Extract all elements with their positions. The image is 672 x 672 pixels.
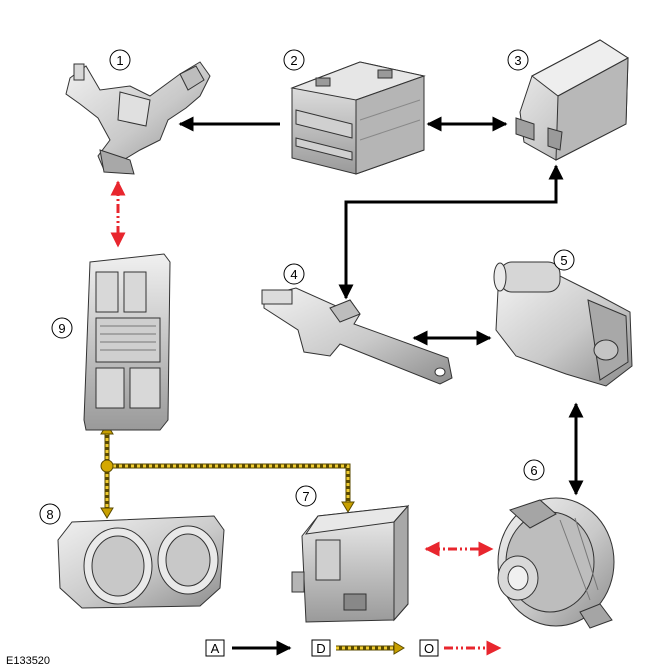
svg-text:3: 3 <box>514 53 521 68</box>
component-5-label: 5 <box>553 249 575 271</box>
battery-cover-icon <box>515 39 629 161</box>
component-7-label: 7 <box>295 485 317 507</box>
connection-4-to-3 <box>338 164 564 300</box>
component-9-label: 9 <box>51 317 73 339</box>
connection-9-8-7 <box>100 423 355 519</box>
legend-item-a: A <box>205 639 292 657</box>
svg-text:5: 5 <box>560 253 567 268</box>
component-2-label: 2 <box>283 49 305 71</box>
battery-cable-terminal-icon <box>261 287 453 385</box>
svg-text:9: 9 <box>58 321 65 336</box>
figure-reference: E133520 <box>6 655 50 667</box>
svg-text:7: 7 <box>302 489 309 504</box>
component-4-label: 4 <box>283 263 305 285</box>
instrument-cluster-icon <box>57 515 225 609</box>
component-8-label: 8 <box>39 503 61 525</box>
engine-control-module-icon <box>291 504 410 623</box>
svg-text:4: 4 <box>290 267 297 282</box>
component-6-label: 6 <box>523 459 545 481</box>
svg-text:D: D <box>316 641 325 656</box>
starter-motor-icon <box>493 261 633 387</box>
generator-icon <box>497 497 615 629</box>
svg-text:A: A <box>211 641 220 656</box>
legend-item-o: O <box>419 639 502 657</box>
svg-text:1: 1 <box>116 53 123 68</box>
svg-text:2: 2 <box>290 53 297 68</box>
battery-junction-box-icon <box>65 61 211 175</box>
svg-text:O: O <box>424 641 434 656</box>
component-3-label: 3 <box>507 49 529 71</box>
component-1-label: 1 <box>109 49 131 71</box>
battery-icon <box>290 61 426 175</box>
svg-text:6: 6 <box>530 463 537 478</box>
fuse-box-icon <box>83 253 171 431</box>
legend-item-d: D <box>311 639 405 657</box>
svg-text:8: 8 <box>46 507 53 522</box>
